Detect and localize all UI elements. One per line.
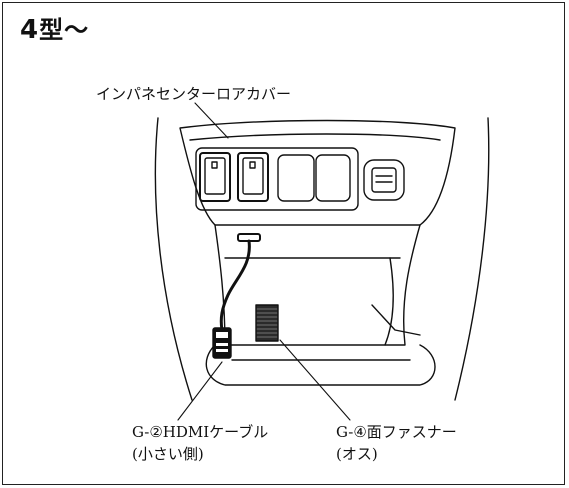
label-fastener-line2: (オス) (336, 445, 378, 463)
leader-fastener (279, 339, 351, 421)
switch-left-bezel (199, 152, 231, 202)
tray-outline (205, 344, 436, 386)
label-hdmi-cable-line2: (小さい側) (132, 445, 204, 463)
dash-right-edge (454, 117, 490, 401)
switch-left-indicator (211, 161, 218, 169)
fastener-patch (255, 304, 279, 342)
figure-frame (2, 2, 565, 485)
model-suffix: 型〜 (39, 16, 90, 44)
figure-title: 4型〜 (20, 10, 89, 45)
socket-face (371, 167, 397, 193)
leader-panel (194, 102, 229, 139)
console-body (214, 224, 421, 346)
switch-right (242, 157, 264, 195)
label-fastener-line1: G-④面ファスナー (336, 423, 457, 441)
leader-hdmi (177, 361, 223, 421)
socket-bezel (363, 159, 405, 201)
switch-right-bezel (237, 152, 269, 202)
label-hdmi-cable-line1: G-②HDMIケーブル (132, 423, 269, 441)
hdmi-cable (219, 239, 251, 332)
blank-plate-2 (315, 154, 351, 202)
model-number: 4 (20, 15, 40, 45)
dash-left-edge (154, 117, 193, 401)
switch-right-indicator (249, 161, 256, 169)
label-instrument-panel-lower-cover: インパネセンターロアカバー (96, 85, 292, 103)
console-recess-right (384, 257, 394, 346)
lower-cover-inner (189, 133, 441, 141)
tray-right-wall (371, 304, 421, 336)
switch-panel (195, 147, 359, 211)
blank-plate-1 (277, 154, 315, 202)
switch-left (204, 157, 226, 195)
